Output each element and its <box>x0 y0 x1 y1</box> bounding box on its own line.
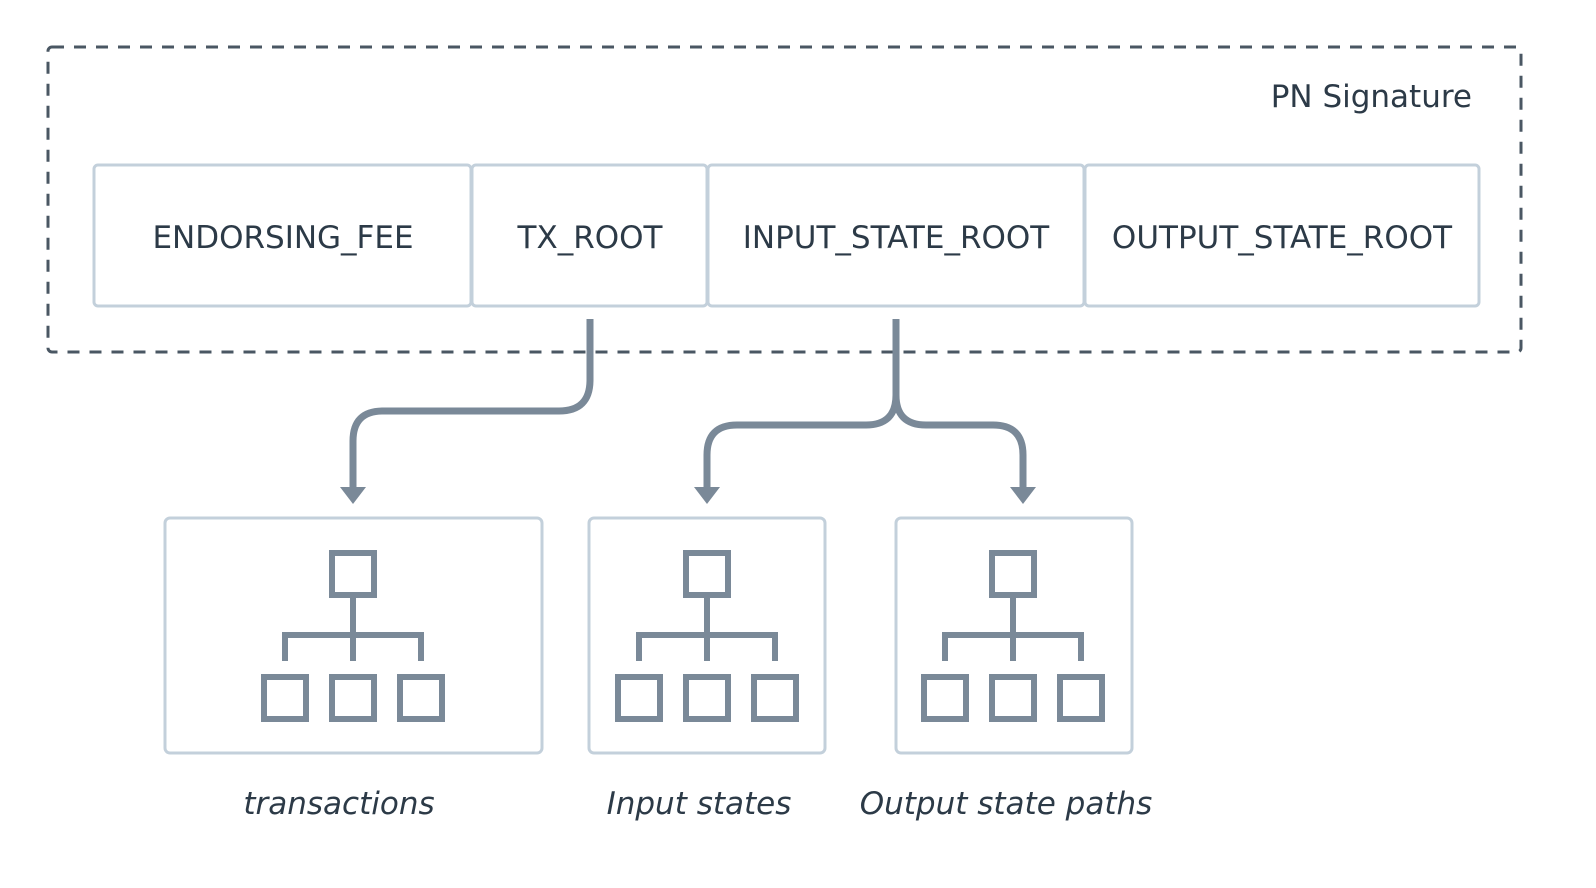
arrow-down-icon <box>694 487 720 504</box>
hierarchy-tree-icon <box>615 550 799 722</box>
connector-tx-root-to-transactions <box>349 319 594 490</box>
field-label-tx-root: TX_ROOT <box>517 220 664 256</box>
field-row: ENDORSING_FEE TX_ROOT INPUT_STATE_ROOT O… <box>92 163 1481 308</box>
arrow-down-icon <box>340 487 366 504</box>
connectors <box>349 319 1027 490</box>
arrowheads <box>340 487 1036 504</box>
caption-input-states: Input states <box>607 786 792 822</box>
field-label-endorsing-fee: ENDORSING_FEE <box>152 220 413 256</box>
field-label-input-state-root: INPUT_STATE_ROOT <box>743 220 1051 256</box>
arrow-down-icon <box>1010 487 1036 504</box>
connector-input-root-to-input-states <box>703 319 900 490</box>
caption-transactions: transactions <box>243 786 434 822</box>
pn-signature-boundary <box>46 45 1523 354</box>
hierarchy-tree-icon <box>921 550 1105 722</box>
hierarchy-tree-icon <box>261 550 445 722</box>
field-box-output-state-root <box>1083 163 1481 308</box>
connector-input-root-to-output-paths <box>892 394 1027 490</box>
caption-output-state-paths: Output state paths <box>860 786 1153 822</box>
field-label-output-state-root: OUTPUT_STATE_ROOT <box>1112 220 1453 256</box>
pn-signature-label: PN Signature <box>1271 79 1472 115</box>
